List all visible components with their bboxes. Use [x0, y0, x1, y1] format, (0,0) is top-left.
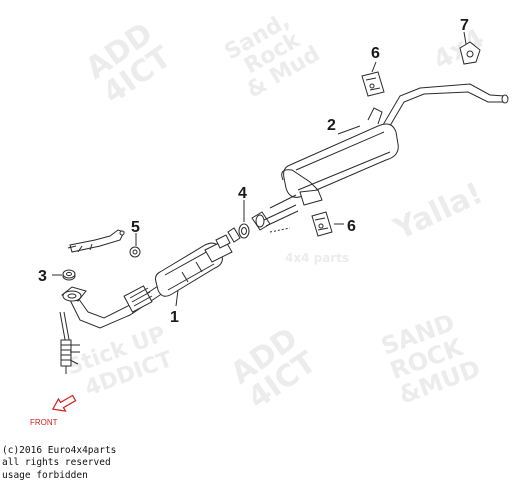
callout-6-upper: 6	[371, 45, 380, 62]
callout-5: 5	[131, 219, 140, 236]
watermark-layer: ADD 4ICT Sand, Rock & Mud 4x4 4x4 parts …	[64, 8, 490, 416]
callout-1: 1	[170, 309, 179, 326]
part-3-nut	[62, 269, 76, 281]
callout-2: 2	[327, 117, 336, 134]
front-direction-arrow: FRONT	[30, 394, 77, 427]
callout-3: 3	[38, 268, 47, 285]
copyright-notice: (c)2016 Euro4x4parts all rights reserved…	[2, 445, 116, 482]
watermark-4x4-parts: 4x4 parts	[285, 251, 349, 265]
part-6-rubber-mount-lower	[311, 211, 333, 237]
copyright-line-2: all rights reserved	[2, 457, 111, 469]
part-4-gasket	[227, 204, 299, 243]
callout-leaders	[52, 31, 467, 307]
callout-6-lower: 6	[347, 218, 356, 235]
front-label: FRONT	[30, 418, 58, 427]
callout-7: 7	[460, 17, 469, 34]
part-6-rubber-mount-upper	[361, 71, 385, 97]
callout-4: 4	[238, 185, 247, 202]
copyright-line-3: usage forbidden	[2, 469, 88, 481]
part-7-tailpipe-hanger	[459, 41, 481, 65]
part-2-rear-silencer	[269, 83, 509, 209]
part-1-front-pipe	[59, 234, 233, 374]
part-5-hanger	[67, 229, 141, 258]
copyright-line-1: (c)2016 Euro4x4parts	[2, 445, 117, 456]
watermark-yalla: Yalla!	[388, 176, 489, 248]
